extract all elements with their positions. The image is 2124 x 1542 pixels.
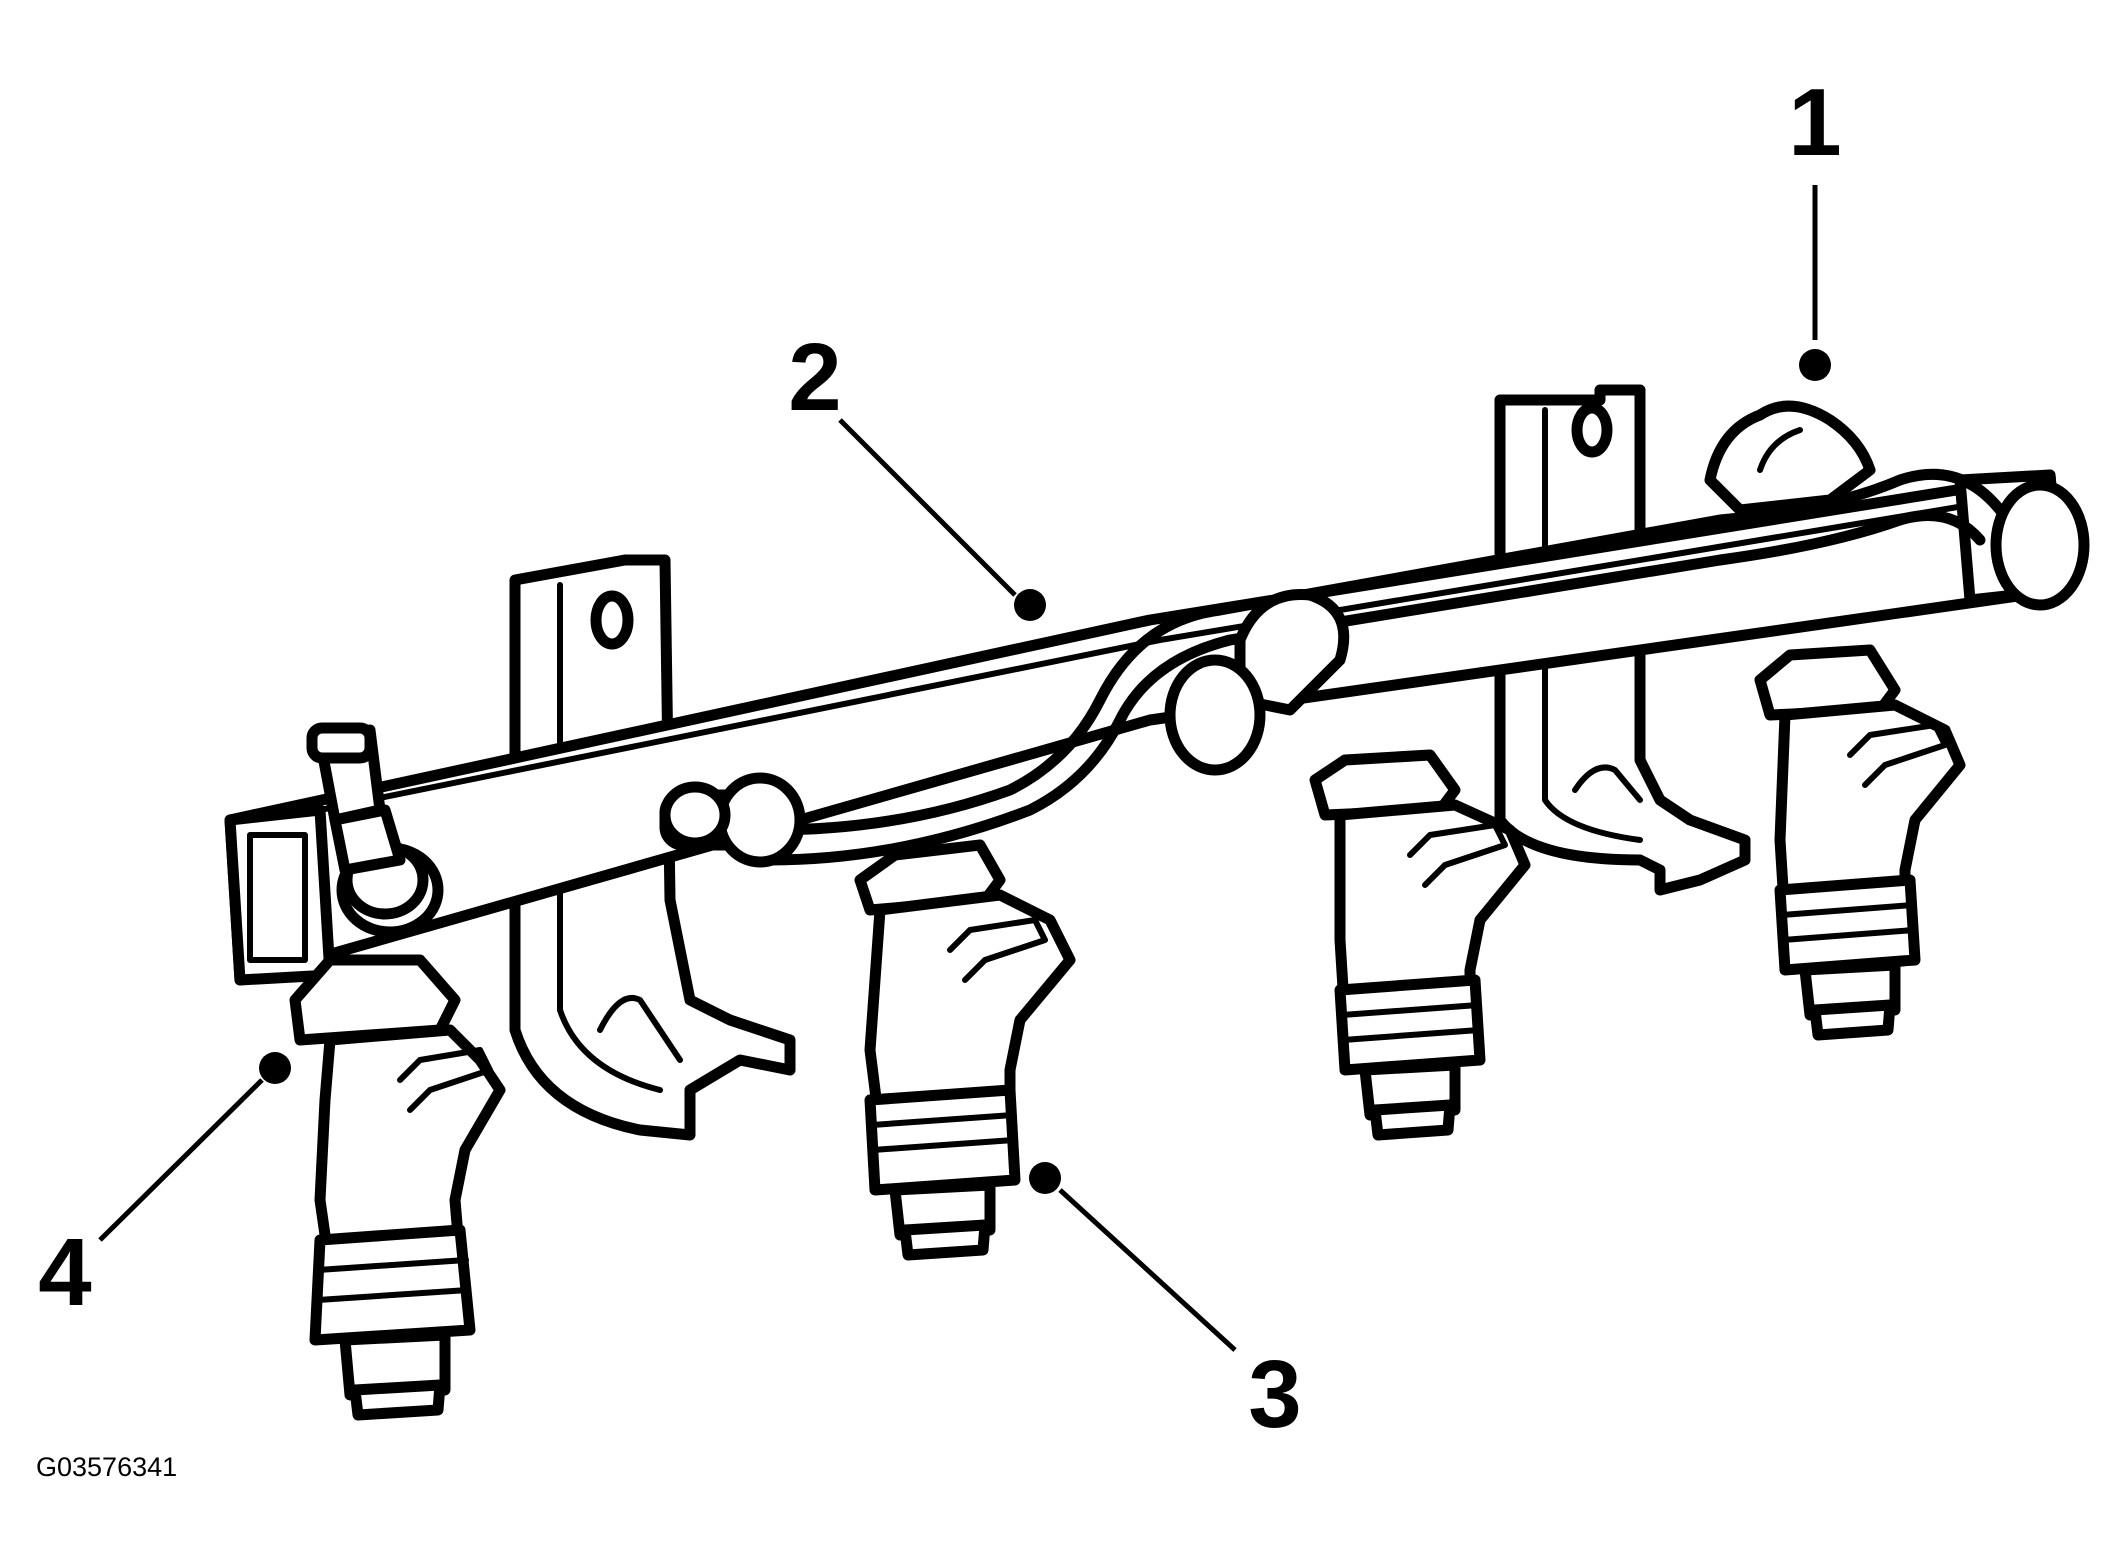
callout-label-3: 3 (1248, 1341, 1301, 1448)
callout-label-1: 1 (1788, 69, 1841, 176)
leader-dot-1 (1799, 349, 1831, 381)
figure-id: G03576341 (36, 1452, 177, 1482)
fuel-injector-1 (289, 954, 506, 1421)
callout-4: 4 (38, 1052, 291, 1326)
leader-dot-3 (1029, 1162, 1061, 1194)
fuel-pressure-line (659, 468, 2006, 868)
callout-label-2: 2 (788, 324, 841, 431)
callout-2: 2 (788, 324, 1046, 621)
leader-line-2 (838, 418, 1017, 597)
callout-label-4: 4 (38, 1219, 91, 1326)
fuel-injector-2 (854, 839, 1076, 1261)
fuel-injector-3 (1309, 749, 1531, 1141)
leader-line-4 (98, 1078, 264, 1242)
fuel-pressure-test-port (306, 722, 444, 938)
leader-line-3 (1058, 1188, 1237, 1352)
callout-3: 3 (1029, 1162, 1302, 1448)
leader-dot-2 (1014, 589, 1046, 621)
fuel-injector-4 (1754, 644, 1966, 1041)
fuel-rail (224, 400, 2090, 986)
callout-1: 1 (1788, 69, 1842, 381)
leader-dot-4 (259, 1052, 291, 1084)
